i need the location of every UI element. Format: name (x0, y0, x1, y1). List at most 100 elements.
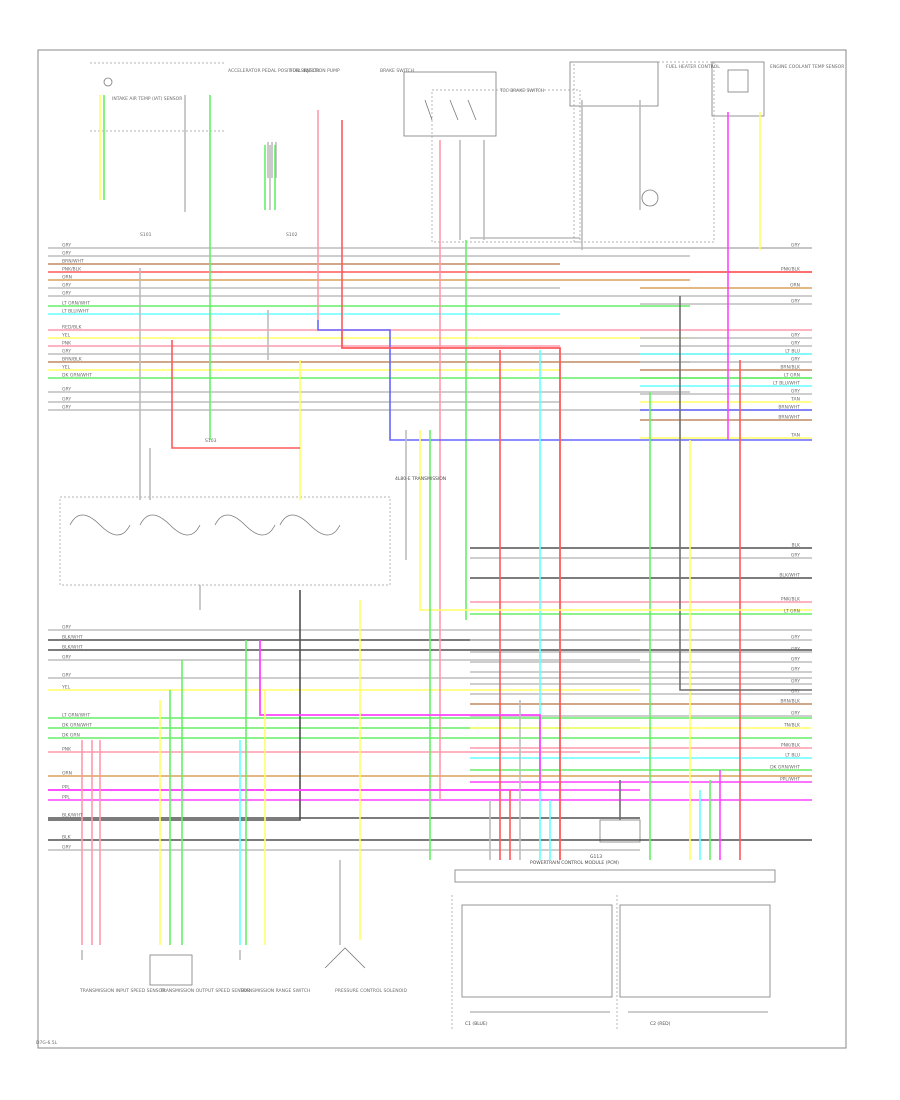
splice-label: S101 (140, 232, 152, 238)
ground-label: G113 (590, 854, 602, 860)
wire-label-right: TAN (790, 397, 800, 403)
routed-wire (317, 320, 812, 441)
wire-label-left: GRY (62, 283, 71, 289)
wire-label-left: GRY (62, 349, 71, 355)
wire-label-right: GRY (791, 299, 800, 305)
wire-label-left-lower: BLK/WHT (62, 645, 83, 651)
wire-label-left: LT GRN/WHT (62, 301, 90, 307)
wire-label-right: GRY (791, 357, 800, 363)
wire-label-right-lower: PNK/BLK (781, 743, 801, 749)
wire-label-left: ORN (62, 275, 72, 281)
top-component-label: FUEL INJECTION PUMP (290, 68, 340, 74)
wire-label-left-lower: DK GRN (62, 733, 80, 739)
pcm-module-title: POWERTRAIN CONTROL MODULE (PCM) (530, 860, 619, 866)
wire-label-left: BRN/BLK (62, 357, 83, 363)
routed-wire (679, 296, 812, 691)
bottom-component-label: TRANSMISSION INPUT SPEED SENSOR (79, 988, 165, 994)
wire-label-left: PNK (62, 341, 72, 347)
transmission-label: 4L80-E TRANSMISSION (395, 476, 446, 482)
wire-label-left-lower: GRY (62, 673, 71, 679)
wire-label-left: RED/BLK (62, 325, 83, 331)
wire-label-right: GRY (791, 333, 800, 339)
wire-label-right-lower: GRY (791, 711, 800, 717)
bottom-component-label: TRANSMISSION OUTPUT SPEED SENSOR (159, 988, 250, 994)
top-component-labels: INTAKE AIR TEMP (IAT) SENSOR ACCELERATOR … (112, 64, 844, 102)
splice-label: S102 (286, 232, 298, 238)
wire-label-left-lower: YEL (61, 685, 71, 691)
routed-wire (48, 640, 541, 791)
wire-label-left-lower: GRY (62, 845, 71, 851)
wire-label-right-lower: GRY (791, 647, 800, 653)
routed-wire (419, 430, 812, 611)
wire-label-right-lower: DK GRN/WHT (770, 765, 800, 771)
wire-label-left-lower: PPL (62, 785, 70, 791)
wire-label-right-lower: GRY (791, 667, 800, 673)
top-component-label: FUEL HEATER CONTROL (666, 64, 720, 70)
splice-label: S103 (205, 438, 217, 444)
wire-label-right-lower: GRY (791, 553, 800, 559)
wire-label-left-lower: DK GRN/WHT (62, 723, 92, 729)
diagram-frame (37, 49, 847, 1049)
connector-c1-label: C1 (BLUE) (465, 1021, 488, 1027)
wire-label-left-lower: PPL (62, 795, 70, 801)
connector-c2-label: C2 (RED) (650, 1021, 671, 1027)
bottom-component-labels: TRANSMISSION INPUT SPEED SENSORTRANSMISS… (79, 988, 407, 994)
wire-label-right-lower: LT BLU (785, 753, 800, 759)
top-component-label: TCC BRAKE SWITCH (499, 88, 544, 94)
pcm-module (451, 819, 776, 1030)
top-component-label: ENGINE COOLANT TEMP SENSOR (770, 64, 844, 70)
wire-label-right-lower: GRY (791, 657, 800, 663)
wire-label-right: GRY (791, 243, 800, 249)
wire-label-right-lower: TN/BLK (783, 723, 801, 729)
transmission-box (59, 496, 391, 610)
wire-label-left: YEL (61, 333, 71, 339)
wire-label-right: LT BLU/WHT (773, 381, 800, 387)
wire-label-right-lower: BRN/BLK (780, 699, 801, 705)
bottom-component-label: TRANSMISSION RANGE SWITCH (239, 988, 310, 994)
wire-label-right-lower: PNK/BLK (781, 597, 801, 603)
wire-label-left: GRY (62, 387, 71, 393)
wire-label-right: PNK/BLK (781, 267, 801, 273)
wire-label-right: BRN/BLK (780, 365, 801, 371)
wire-label-right: GRY (791, 389, 800, 395)
wire-label-right: ORN (790, 283, 800, 289)
top-component-label: INTAKE AIR TEMP (IAT) SENSOR (112, 96, 182, 102)
wire-label-right-lower: LT GRN (784, 609, 800, 615)
top-components (90, 61, 765, 243)
wire-label-left-lower: LT GRN/WHT (62, 713, 90, 719)
wire-label-right: BRN/WHT (778, 405, 800, 411)
bottom-component-label: PRESSURE CONTROL SOLENOID (335, 988, 407, 994)
wire-label-left: GRY (62, 397, 71, 403)
bottom-components (81, 947, 366, 986)
wire-label-right: LT GRN (784, 373, 800, 379)
routed-wire (48, 590, 301, 821)
top-component-label: BRAKE SWITCH (380, 68, 414, 74)
wire-label-left-lower: BLK (62, 835, 72, 841)
wire-label-left: LT BLU/WHT (62, 309, 89, 315)
wire-label-left: DK GRN/WHT (62, 373, 92, 379)
wire-label-right-lower: GRY (791, 689, 800, 695)
wire-label-right: LT BLU (785, 349, 800, 355)
wire-label-right: BRN/WHT (778, 415, 800, 421)
wire-label-left-lower: GRY (62, 625, 71, 631)
wire-labels: GRY GRY BRN/WHT PNK/BLK ORN GRY GRY LT GRN/WHT L… (61, 232, 801, 851)
wire-label-left: YEL (61, 365, 71, 371)
wire-label-right-lower: PPL/WHT (780, 777, 800, 783)
wire-label-left: GRY (62, 243, 71, 249)
wire-label-left-lower: PNK (62, 747, 72, 753)
wire-label-left-lower: BLK/WHT (62, 813, 83, 819)
wire-label-right: TAN (790, 433, 800, 439)
footer-code: D7G-6.5L (36, 1040, 58, 1046)
wire-label-right-lower: BLK (791, 543, 801, 549)
wire-label-left: GRY (62, 405, 71, 411)
top-component-label: ACCELERATOR PEDAL POSITION SENSOR (228, 68, 319, 74)
wire-label-left: PNK/BLK (62, 267, 82, 273)
wire-label-left: GRY (62, 251, 71, 257)
wire-label-right-lower: BLK/WHT (779, 573, 800, 579)
wire-label-left-lower: GRY (62, 655, 71, 661)
wire-label-left-lower: ORN (62, 771, 72, 777)
routed-wire (171, 340, 300, 449)
wire-label-left: GRY (62, 291, 71, 297)
wire-label-right-lower: GRY (791, 679, 800, 685)
